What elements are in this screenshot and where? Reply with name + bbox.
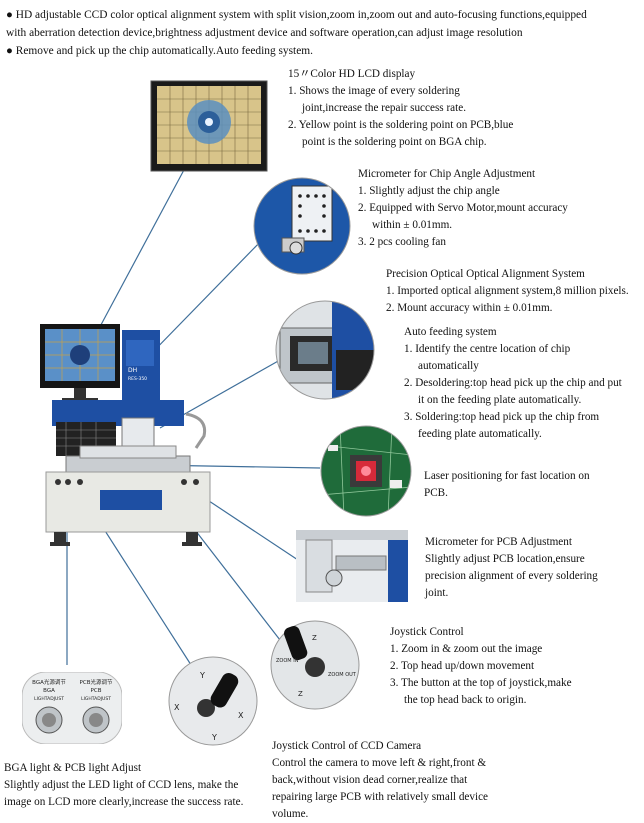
optical-alignment-image	[275, 300, 375, 400]
knob1-sub-label: LIGHTADJUST	[34, 696, 64, 702]
header-line-1a: HD adjustable CCD color optical alignmen…	[15, 9, 587, 21]
lcd-item-2b: point is the soldering point on BGA chip…	[302, 136, 487, 148]
auto-feed-item-1b: automatically	[418, 360, 479, 372]
lcd-title: 15〃Color HD LCD display	[288, 68, 416, 80]
ccd-joystick-description: Joystick Control of CCD Camera Control t…	[272, 738, 488, 823]
ccd-label-x-right: X	[238, 711, 244, 720]
bga-light-description: BGA light & PCB light Adjust Slightly ad…	[4, 760, 243, 811]
joystick-item-1: 1. Zoom in & zoom out the image	[390, 643, 543, 655]
connector-micrometer-pcb	[199, 494, 299, 561]
ccd-joystick-image: Y Y X X	[168, 656, 258, 746]
ccd-joystick-line-2: Control the camera to move left & right,…	[272, 757, 487, 769]
joystick-item-3a: 3. The button at the top of joystick,mak…	[390, 677, 572, 689]
micrometer-chip-item-1: 1. Slightly adjust the chip angle	[358, 185, 500, 197]
optical-title: Precision Optical Optical Alignment Syst…	[386, 268, 585, 280]
micrometer-chip-item-3: 3. 2 pcs cooling fan	[358, 236, 446, 248]
auto-feed-item-2b: it on the feeding plate automatically.	[418, 394, 582, 406]
laser-line-1: Laser positioning for fast location on	[424, 470, 590, 482]
lcd-display-image	[150, 80, 268, 172]
bga-light-line-1: BGA light & PCB light Adjust	[4, 762, 142, 774]
knob2-sub-label: LIGHTADJUST	[81, 696, 111, 702]
knob2-en-label: PCB	[91, 688, 102, 694]
micrometer-pcb-line-2: Slightly adjust PCB location,ensure	[425, 553, 585, 565]
header-line-2: Remove and pick up the chip automaticall…	[15, 45, 313, 57]
ccd-joystick-line-1: Joystick Control of CCD Camera	[272, 740, 422, 752]
knob2-cn-label: PCB光源调节	[80, 678, 113, 686]
knob1-cn-label: BGA光源调节	[32, 678, 66, 686]
header-line-1b: with aberration detection device,brightn…	[6, 27, 523, 39]
joystick-item-2: 2. Top head up/down movement	[390, 660, 535, 672]
lcd-item-2a: 2. Yellow point is the soldering point o…	[288, 119, 514, 131]
micrometer-chip-description: Micrometer for Chip Angle Adjustment 1. …	[358, 166, 568, 251]
optical-item-2: 2. Mount accuracy within ± 0.01mm.	[386, 302, 553, 314]
ccd-label-y-bottom: Y	[211, 733, 217, 742]
ccd-joystick-line-4: repairing large PCB with relatively smal…	[272, 791, 489, 803]
joystick-image: Z Z ZOOM IN ZOOM OUT	[270, 620, 360, 710]
connector-micrometer-chip	[144, 239, 263, 361]
laser-positioning-image	[320, 425, 412, 517]
micrometer-chip-title: Micrometer for Chip Angle Adjustment	[358, 168, 536, 180]
joystick-title: Joystick Control	[390, 626, 464, 638]
auto-feed-item-3b: feeding plate automatically.	[418, 428, 542, 440]
machine-brand: DH	[128, 367, 137, 374]
lcd-item-1a: 1. Shows the image of every soldering	[288, 85, 460, 97]
joystick-label-zoom-out: ZOOM OUT	[328, 672, 357, 678]
ccd-joystick-line-5: volume.	[272, 808, 309, 820]
joystick-label-zoom-in: ZOOM IN	[276, 658, 299, 664]
micrometer-pcb-line-3: precision alignment of every soldering	[425, 570, 598, 582]
bga-light-knobs-image: BGA光源调节 BGA LIGHTADJUST PCB光源调节 PCB LIGH…	[22, 672, 122, 744]
micrometer-chip-item-2a: 2. Equipped with Servo Motor,mount accur…	[358, 202, 568, 214]
bga-rework-machine-image: DH RES-350	[40, 324, 211, 546]
ccd-joystick-line-3: back,without vision dead corner,realize …	[272, 774, 468, 786]
bullet-icon: ●	[6, 9, 13, 21]
auto-feed-item-3a: 3. Soldering:top head pick up the chip f…	[404, 411, 600, 423]
laser-line-2: PCB.	[424, 487, 448, 499]
micrometer-pcb-image	[296, 530, 408, 602]
auto-feed-item-2a: 2. Desoldering:top head pick up the chip…	[404, 377, 622, 389]
knob1-en-label: BGA	[43, 688, 55, 694]
micrometer-chip-item-2b: within ± 0.01mm.	[372, 219, 453, 231]
lcd-description: 15〃Color HD LCD display 1. Shows the ima…	[288, 66, 513, 151]
micrometer-pcb-line-1: Micrometer for PCB Adjustment	[425, 536, 572, 548]
bullet-icon: ●	[6, 45, 13, 57]
ccd-label-x-left: X	[174, 703, 180, 712]
joystick-label-z-bottom: Z	[298, 690, 303, 698]
bga-light-line-3: image on LCD more clearly,increase the s…	[4, 796, 244, 808]
bga-light-line-2: Slightly adjust the LED light of CCD len…	[4, 779, 239, 791]
auto-feed-description: Auto feeding system 1. Identify the cent…	[404, 324, 622, 443]
lcd-item-1b: joint,increase the repair success rate.	[302, 102, 467, 114]
header-text: ● HD adjustable CCD color optical alignm…	[6, 6, 587, 60]
micrometer-chip-image	[253, 177, 351, 275]
connector-lcd	[94, 167, 186, 337]
ccd-label-y-top: Y	[199, 671, 205, 680]
optical-description: Precision Optical Optical Alignment Syst…	[386, 266, 629, 317]
joystick-label-z-top: Z	[312, 634, 317, 642]
joystick-item-3b: the top head back to origin.	[404, 694, 527, 706]
joystick-description: Joystick Control 1. Zoom in & zoom out t…	[390, 624, 572, 709]
micrometer-pcb-line-4: joint.	[425, 587, 449, 599]
auto-feed-item-1a: 1. Identify the centre location of chip	[404, 343, 571, 355]
auto-feed-title: Auto feeding system	[404, 326, 497, 338]
laser-description: Laser positioning for fast location on P…	[424, 468, 590, 502]
micrometer-pcb-description: Micrometer for PCB Adjustment Slightly a…	[425, 534, 598, 602]
optical-item-1: 1. Imported optical alignment system,8 m…	[386, 285, 629, 297]
machine-model: RES-350	[128, 376, 147, 382]
